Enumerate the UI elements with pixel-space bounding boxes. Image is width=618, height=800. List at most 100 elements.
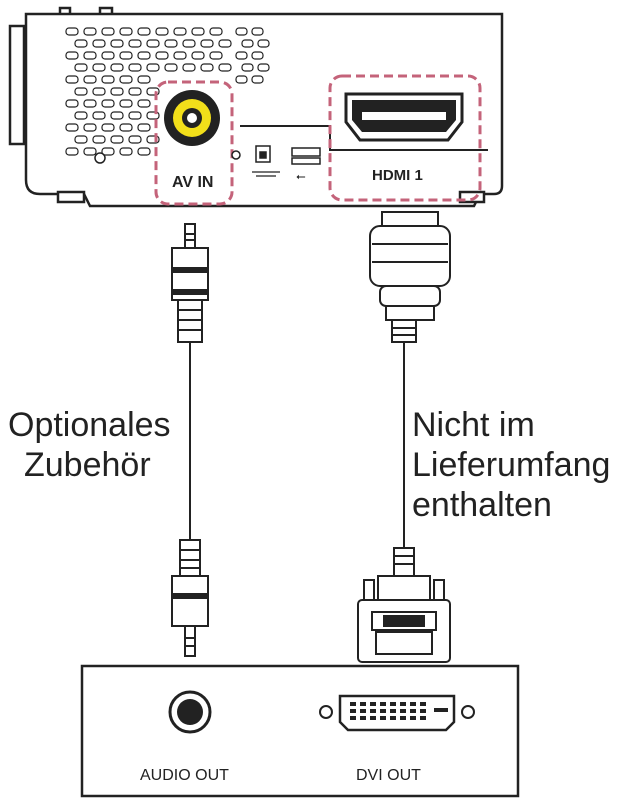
vent-slot — [65, 123, 79, 132]
dvi-pin — [390, 702, 396, 706]
vent-slot — [235, 51, 248, 60]
vent-slot — [137, 123, 151, 132]
vent-slot — [251, 27, 264, 36]
dvi-pin — [410, 702, 416, 706]
vent-slot — [257, 63, 270, 72]
dvi-out-label: DVI OUT — [356, 767, 421, 784]
vent-slot — [83, 51, 97, 60]
vent-slot — [65, 99, 79, 108]
dvi-pin — [380, 702, 386, 706]
vent-slot — [155, 51, 169, 60]
vent-slot — [128, 39, 142, 48]
vent-slot — [74, 39, 88, 48]
vent-slot — [119, 75, 133, 84]
vent-slot — [218, 63, 232, 72]
vent-slot — [137, 27, 151, 36]
source-device — [80, 664, 520, 798]
vent-slot — [155, 27, 169, 36]
dvi-pin — [400, 716, 406, 720]
usb-port-icon — [255, 145, 321, 165]
dvi-pin — [350, 702, 356, 706]
projector-body — [8, 6, 504, 208]
vent-slot — [83, 123, 97, 132]
dvi-pin — [410, 716, 416, 720]
hdmi-cable-note-line3: enthalten — [412, 486, 552, 524]
vent-slot — [241, 63, 254, 72]
dvi-pin — [350, 709, 356, 713]
vent-slot — [101, 27, 115, 36]
vent-slot — [137, 99, 151, 108]
audio-jack-icon — [168, 690, 212, 734]
vent-slot — [74, 87, 88, 96]
vent-slot — [92, 87, 106, 96]
vent-slot — [110, 135, 124, 144]
vent-slot — [146, 63, 160, 72]
vent-slot — [191, 51, 205, 60]
vent-slot — [218, 39, 232, 48]
dvi-blade — [434, 708, 448, 712]
port-legend-icon — [252, 171, 280, 177]
hdmi-highlight — [328, 74, 482, 202]
dvi-pin — [360, 702, 366, 706]
hdmi-label: HDMI 1 — [372, 167, 423, 184]
vent-slot — [110, 39, 124, 48]
vent-slot — [101, 123, 115, 132]
vent-slot — [128, 135, 142, 144]
vent-slot — [173, 27, 187, 36]
indicator-light-icon — [231, 150, 241, 160]
vent-slot — [101, 99, 115, 108]
dvi-pin — [370, 716, 376, 720]
audio-cable-icon — [171, 223, 209, 657]
vent-slot — [65, 51, 79, 60]
dvi-pin — [360, 716, 366, 720]
hdmi-port-icon — [344, 92, 464, 142]
vent-grid — [65, 27, 270, 156]
vent-slot — [251, 75, 264, 84]
vent-slot — [74, 135, 88, 144]
vent-slot — [65, 147, 79, 156]
dvi-pin — [410, 709, 416, 713]
vent-slot — [110, 63, 124, 72]
vent-slot — [191, 27, 205, 36]
vent-slot — [235, 27, 248, 36]
vent-slot — [92, 135, 106, 144]
vent-slot — [173, 51, 187, 60]
vent-slot — [119, 27, 133, 36]
vent-slot — [235, 75, 248, 84]
audio-cable-note-line1: Optionales — [8, 406, 171, 444]
rca-jack-icon — [164, 90, 220, 146]
hdmi-port: HDMI 1 — [328, 74, 482, 202]
dvi-pin — [420, 716, 426, 720]
vent-slot — [74, 63, 88, 72]
vent-slot — [83, 75, 97, 84]
vent-slot — [128, 111, 142, 120]
vent-slot — [83, 99, 97, 108]
dvi-pin — [420, 702, 426, 706]
vent-slot — [137, 147, 151, 156]
usb-symbol: ⭠ — [296, 169, 306, 183]
vent-slot — [164, 63, 178, 72]
hdmi-cable-note-line2: Lieferumfang — [412, 446, 610, 484]
dvi-pin — [390, 716, 396, 720]
vent-slot — [83, 27, 97, 36]
rear-panel-step — [240, 125, 488, 151]
dvi-pin — [370, 709, 376, 713]
av-in-label: AV IN — [172, 174, 213, 191]
vent-slot — [110, 111, 124, 120]
vent-slot — [164, 39, 178, 48]
vent-slot — [128, 87, 142, 96]
vent-slot — [119, 99, 133, 108]
vent-slot — [209, 27, 223, 36]
vent-slot — [110, 87, 124, 96]
vent-slot — [65, 27, 79, 36]
vent-slot — [92, 39, 106, 48]
dvi-pin — [390, 709, 396, 713]
vent-slot — [137, 75, 151, 84]
vent-slot — [251, 51, 264, 60]
vent-slot — [209, 51, 223, 60]
vent-slot — [241, 39, 254, 48]
audio-out-label: AUDIO OUT — [140, 767, 229, 784]
vent-slot — [101, 51, 115, 60]
vent-slot — [257, 39, 270, 48]
